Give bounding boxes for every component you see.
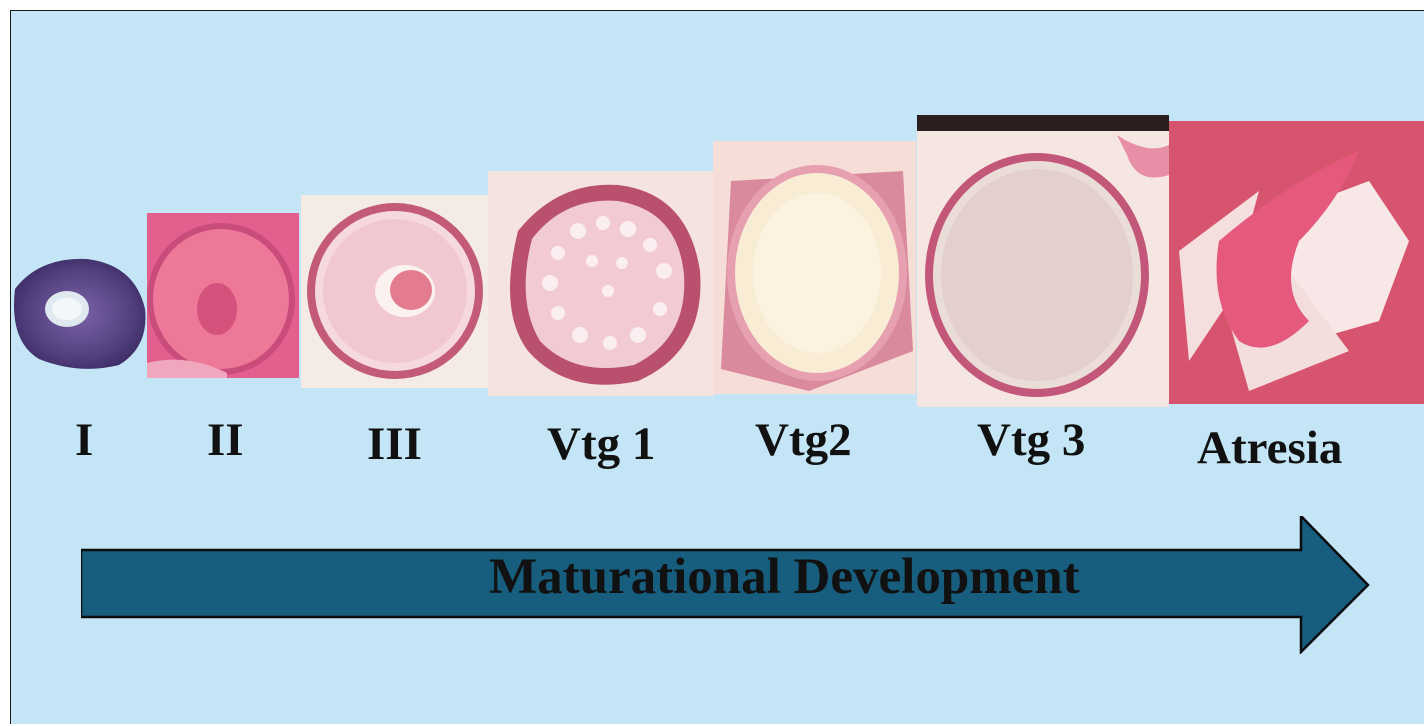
- stage-label-2: II: [207, 417, 244, 464]
- stage-label-atresia: Atresia: [1197, 425, 1342, 472]
- vtg2-micrograph: [713, 141, 916, 394]
- histology-oocyte-stage-2-icon: [147, 213, 299, 378]
- histology-oocyte-stage-1-icon: [10, 251, 149, 373]
- stage-1-micrograph: [10, 251, 149, 373]
- stage-label-vtg2: Vtg2: [755, 417, 852, 464]
- atresia-micrograph: [1169, 121, 1424, 404]
- stage-label-vtg3: Vtg 3: [977, 417, 1085, 464]
- stage-label-3: III: [367, 421, 422, 468]
- histology-atresia-icon: [1169, 121, 1424, 404]
- diagram-canvas: I II III Vtg 1 Vtg2 Vtg 3 Atresia Matura…: [10, 10, 1424, 724]
- stage-label-vtg1: Vtg 1: [547, 421, 655, 468]
- arrow-label: Maturational Development: [489, 549, 1080, 605]
- vtg1-micrograph: [488, 171, 714, 396]
- histology-vitellogenic-2-icon: [713, 141, 916, 394]
- histology-oocyte-stage-3-icon: [301, 195, 489, 388]
- stage-3-micrograph: [301, 195, 489, 388]
- histology-vitellogenic-1-icon: [488, 171, 714, 396]
- stage-2-micrograph: [147, 213, 299, 378]
- stage-label-1: I: [75, 417, 93, 464]
- histology-vitellogenic-3-icon: [917, 115, 1169, 407]
- vtg3-micrograph: [917, 115, 1169, 407]
